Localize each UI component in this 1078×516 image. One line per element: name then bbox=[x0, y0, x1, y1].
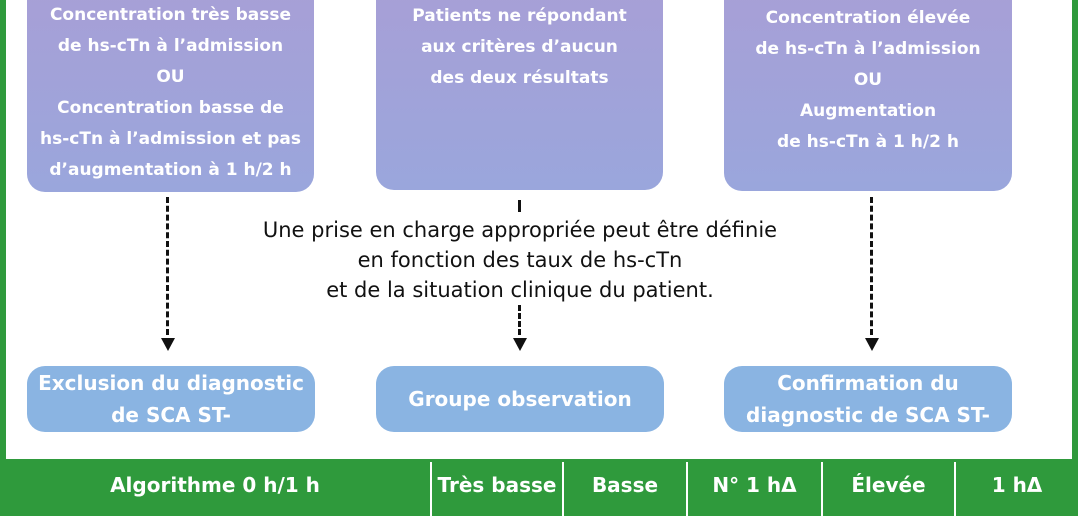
header-very-low: Très basse bbox=[437, 473, 557, 497]
column-divider bbox=[430, 462, 432, 516]
criteria-box-rule-in: Concentration élevée de hs-cTn à l’admis… bbox=[724, 0, 1012, 191]
header-low: Basse bbox=[591, 473, 659, 497]
dashed-connector-middle-bottom bbox=[518, 305, 521, 335]
arrow-down-icon bbox=[161, 338, 175, 351]
outcome-line: Confirmation du bbox=[777, 371, 959, 395]
column-divider bbox=[954, 462, 956, 516]
management-note: Une prise en charge appropriée peut être… bbox=[200, 215, 840, 305]
dashed-connector-right bbox=[870, 197, 873, 335]
note-line: et de la situation clinique du patient. bbox=[326, 278, 714, 302]
header-1h-delta: 1 hΔ bbox=[991, 473, 1043, 497]
header-no-1h-delta: N° 1 hΔ bbox=[712, 473, 797, 497]
header-algorithm: Algorithme 0 h/1 h bbox=[110, 473, 320, 497]
outcome-line: de SCA ST- bbox=[111, 403, 231, 427]
outcome-line: Exclusion du diagnostic bbox=[38, 371, 304, 395]
criteria-line: Concentration basse de bbox=[57, 98, 284, 118]
criteria-line: d’augmentation à 1 h/2 h bbox=[49, 160, 292, 180]
criteria-line: de hs-cTn à 1 h/2 h bbox=[777, 132, 959, 152]
criteria-line: OU bbox=[156, 67, 185, 87]
outcome-rule-out: Exclusion du diagnostic de SCA ST- bbox=[27, 366, 315, 432]
column-divider bbox=[562, 462, 564, 516]
criteria-line: Patients ne répondant bbox=[412, 6, 627, 26]
criteria-line: hs-cTn à l’admission et pas bbox=[40, 129, 301, 149]
criteria-box-observe: Patients ne répondant aux critères d’auc… bbox=[376, 0, 663, 190]
dashed-connector-left bbox=[166, 197, 169, 335]
arrow-down-icon bbox=[865, 338, 879, 351]
criteria-line: Concentration élevée bbox=[765, 8, 971, 28]
criteria-line: des deux résultats bbox=[430, 68, 609, 88]
criteria-line: aux critères d’aucun bbox=[421, 37, 618, 57]
header-high: Élevée bbox=[851, 473, 926, 497]
outcome-line: Groupe observation bbox=[408, 387, 632, 411]
algorithm-table-header: Algorithme 0 h/1 h Très basse Basse N° 1… bbox=[0, 459, 1078, 516]
criteria-line: de hs-cTn à l’admission bbox=[755, 39, 981, 59]
note-line: Une prise en charge appropriée peut être… bbox=[262, 218, 778, 242]
criteria-line: de hs-cTn à l’admission bbox=[57, 36, 284, 56]
outcome-rule-in: Confirmation du diagnostic de SCA ST- bbox=[724, 366, 1012, 432]
outcome-observation: Groupe observation bbox=[376, 366, 664, 432]
criteria-line: Augmentation bbox=[799, 101, 937, 121]
outcome-line: diagnostic de SCA ST- bbox=[746, 403, 990, 427]
arrow-down-icon bbox=[513, 338, 527, 351]
criteria-line: OU bbox=[853, 70, 883, 90]
column-divider bbox=[821, 462, 823, 516]
column-divider bbox=[686, 462, 688, 516]
note-line: en fonction des taux de hs-cTn bbox=[357, 248, 683, 272]
criteria-line: Concentration très basse bbox=[49, 5, 292, 25]
dashed-connector-middle-top bbox=[518, 200, 521, 212]
criteria-box-rule-out: Concentration très basse de hs-cTn à l’a… bbox=[27, 0, 314, 192]
